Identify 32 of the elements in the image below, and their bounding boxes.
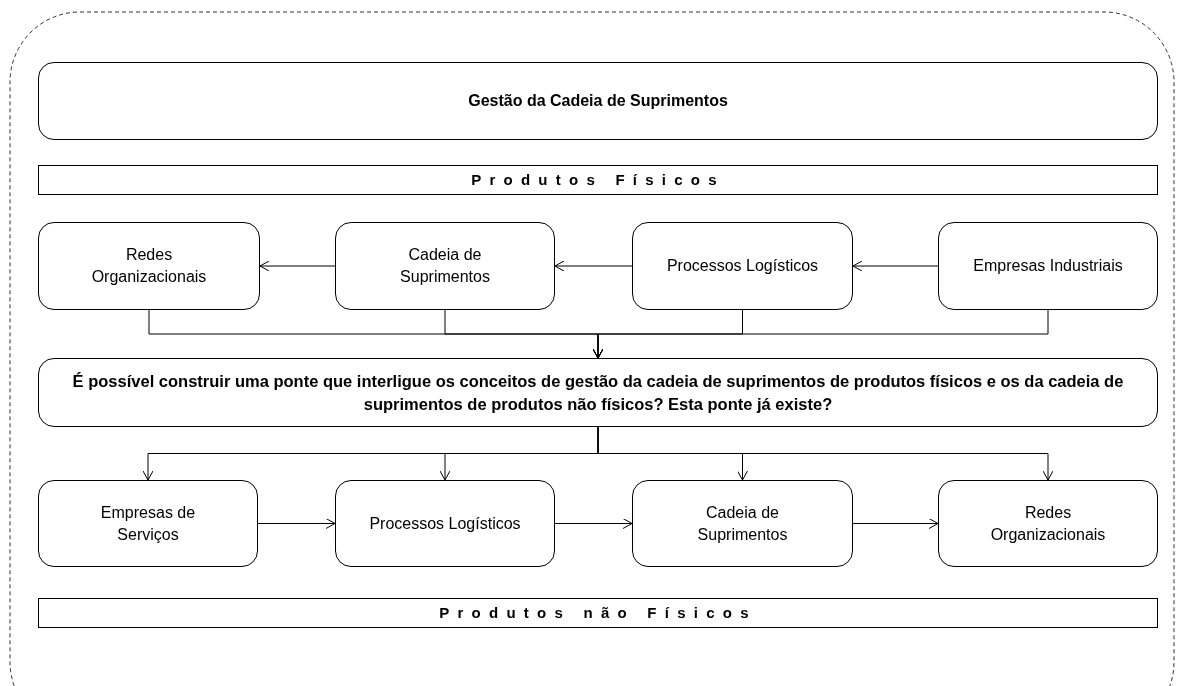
arrow	[852, 260, 939, 272]
node-text: Produtos Físicos	[471, 169, 725, 190]
concept-box	[335, 222, 555, 310]
concept-box	[938, 222, 1158, 310]
node-text: Produtos não Físicos	[439, 602, 757, 623]
node-text: Cadeia de Suprimentos	[399, 245, 491, 287]
concept-box	[335, 480, 555, 567]
concept-box	[632, 222, 853, 310]
title-box	[38, 62, 1158, 140]
node-text: Processos Logísticos	[666, 256, 819, 277]
concept-box	[632, 480, 853, 567]
concept-box	[938, 480, 1158, 567]
node-text: Redes Organizacionais	[90, 245, 208, 287]
node-text: Gestão da Cadeia de Suprimentos	[468, 91, 728, 111]
question-box	[38, 358, 1158, 427]
arrow	[852, 518, 939, 529]
concept-box	[38, 480, 258, 567]
arrow	[257, 518, 336, 529]
category-band	[38, 165, 1158, 195]
node-text: É possível construir uma ponte que interligue os conceitos de gestão da cadeia de suprimentos de produtos físicos e os da cadeia de suprimentos de produtos não físicos? Esta ponte já existe?	[71, 371, 1125, 415]
node-text: Cadeia de Suprimentos	[696, 502, 789, 545]
arrow	[597, 426, 1054, 481]
arrow	[592, 309, 1049, 359]
node-text: Empresas Industriais	[973, 256, 1123, 277]
arrow	[554, 518, 633, 529]
node-text: Empresas de Serviços	[99, 502, 197, 545]
node-text: Processos Logísticos	[369, 513, 521, 534]
arrow	[554, 260, 633, 272]
node-text: Redes Organizacionais	[989, 502, 1107, 545]
category-band	[38, 598, 1158, 628]
concept-box	[38, 222, 260, 310]
arrow	[259, 260, 336, 272]
